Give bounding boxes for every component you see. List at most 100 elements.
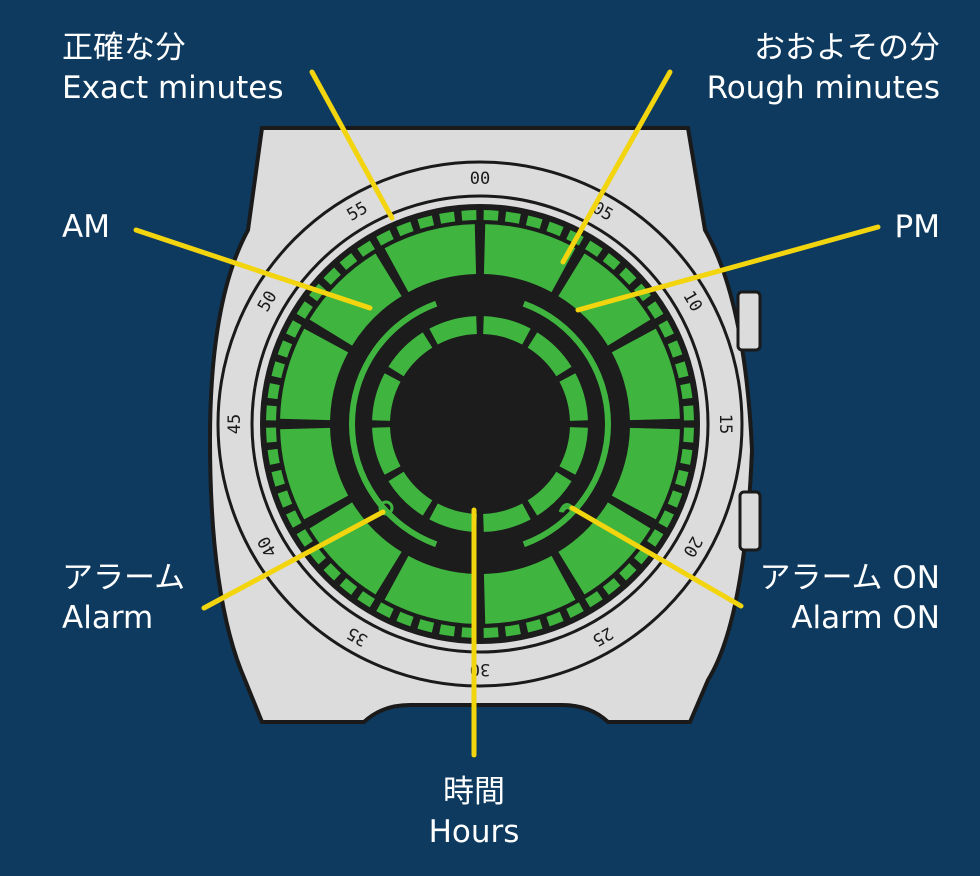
exact-minute-tick	[277, 340, 293, 358]
bezel-number: 15	[715, 414, 735, 434]
exact-minute-tick	[585, 591, 603, 608]
label-rough-minutes-en: Rough minutes	[706, 70, 940, 106]
label-rough-minutes-ja: おおよその分	[754, 30, 940, 66]
exact-minute-tick	[323, 563, 341, 581]
segment-rings	[280, 224, 680, 624]
label-exact-minutes: 正確な分 Exact minutes	[62, 28, 283, 108]
exact-minute-tick	[296, 529, 313, 547]
exact-minute-tick	[658, 320, 674, 338]
hour-segment	[372, 427, 401, 475]
rough-minute-segment	[558, 502, 651, 595]
pm-indicator	[522, 300, 611, 548]
exact-minute-tick	[675, 361, 689, 379]
label-alarm: アラーム Alarm	[62, 558, 185, 638]
exact-minute-tick	[271, 361, 285, 379]
hour-segment	[388, 332, 433, 377]
rough-minute-segment	[280, 328, 349, 421]
alarm-icon	[378, 500, 394, 516]
exact-minute-tick	[647, 529, 664, 547]
bezel-number: 00	[470, 169, 490, 189]
rough-minute-segment	[384, 224, 477, 293]
rough-minute-segment	[483, 555, 576, 624]
exact-minute-tick	[602, 577, 621, 595]
exact-minute-tick	[683, 427, 694, 443]
hour-segment	[559, 427, 588, 475]
exact-minute-tick	[417, 619, 435, 633]
dial-center	[398, 342, 562, 506]
leader-lines	[133, 69, 881, 758]
exact-minute-tick	[461, 210, 477, 221]
rough-minute-segment	[483, 224, 576, 293]
exact-minute-tick	[396, 611, 414, 627]
exact-minute-tick	[504, 624, 521, 637]
rough-minute-segment	[558, 253, 651, 346]
exact-minute-tick	[439, 624, 456, 637]
exact-minute-tick	[266, 427, 277, 443]
label-exact-minutes-en: Exact minutes	[62, 70, 284, 106]
exact-minute-tick	[357, 591, 375, 608]
exact-minute-tick	[546, 221, 564, 237]
exact-minute-tick	[504, 211, 521, 224]
exact-minute-tick	[417, 215, 435, 229]
exact-minute-tick	[585, 240, 603, 257]
rough-minute-segment	[611, 328, 680, 421]
exact-minute-tick	[376, 602, 394, 618]
leader-alarm-on	[569, 505, 744, 609]
exact-minute-tick	[286, 510, 302, 528]
exact-minute-tick	[667, 490, 683, 508]
exact-minute-tick	[439, 211, 456, 224]
exact-minute-tick	[286, 320, 302, 338]
exact-minute-tick	[619, 267, 637, 285]
label-am: AM	[62, 207, 110, 247]
label-alarm-on-ja: アラーム ON	[759, 560, 940, 596]
crown-button-bottom	[738, 490, 762, 552]
hour-segment	[429, 316, 477, 345]
label-hours: 時間 Hours	[374, 772, 574, 852]
exact-minute-tick	[483, 210, 499, 221]
leader-am	[133, 227, 373, 311]
exact-minute-tick	[296, 301, 313, 319]
exact-minute-tick	[396, 221, 414, 237]
leader-pm	[575, 224, 881, 313]
label-alarm-on-en: Alarm ON	[791, 600, 940, 636]
leader-rough-minutes	[560, 69, 673, 265]
minute-ticks	[266, 210, 694, 638]
rough-minute-segment	[384, 555, 477, 624]
exact-minute-tick	[602, 253, 621, 271]
label-rough-minutes: おおよその分 Rough minutes	[707, 28, 940, 108]
exact-minute-tick	[680, 448, 693, 465]
label-alarm-ja: アラーム	[62, 560, 186, 596]
exact-minute-tick	[683, 405, 694, 421]
exact-minute-tick	[267, 448, 280, 465]
crown-button-top	[736, 290, 762, 352]
label-hours-en: Hours	[428, 814, 520, 850]
exact-minute-tick	[376, 230, 394, 246]
exact-minute-tick	[680, 383, 693, 400]
hour-segment	[483, 316, 531, 345]
label-alarm-on: アラーム ON Alarm ON	[759, 558, 940, 638]
hour-segment	[372, 373, 401, 421]
exact-minute-tick	[675, 469, 689, 487]
rough-minute-segment	[611, 427, 680, 520]
exact-minute-tick	[323, 267, 341, 285]
exact-minute-tick	[647, 301, 664, 319]
hour-segment	[483, 503, 531, 532]
exact-minute-tick	[525, 215, 543, 229]
label-hours-ja: 時間	[443, 774, 505, 810]
exact-minute-tick	[483, 627, 499, 638]
exact-minute-tick	[525, 619, 543, 633]
exact-minute-tick	[339, 577, 358, 595]
rough-minute-segment	[280, 427, 349, 520]
exact-minute-tick	[667, 340, 683, 358]
exact-minute-tick	[267, 383, 280, 400]
bezel-number: 45	[225, 414, 245, 434]
label-am-en: AM	[62, 209, 110, 245]
hour-segment	[559, 373, 588, 421]
leader-exact-minutes	[309, 69, 395, 221]
label-pm: PM	[895, 207, 940, 247]
exact-minute-tick	[357, 240, 375, 257]
rough-minute-segment	[309, 253, 402, 346]
exact-minute-tick	[271, 469, 285, 487]
